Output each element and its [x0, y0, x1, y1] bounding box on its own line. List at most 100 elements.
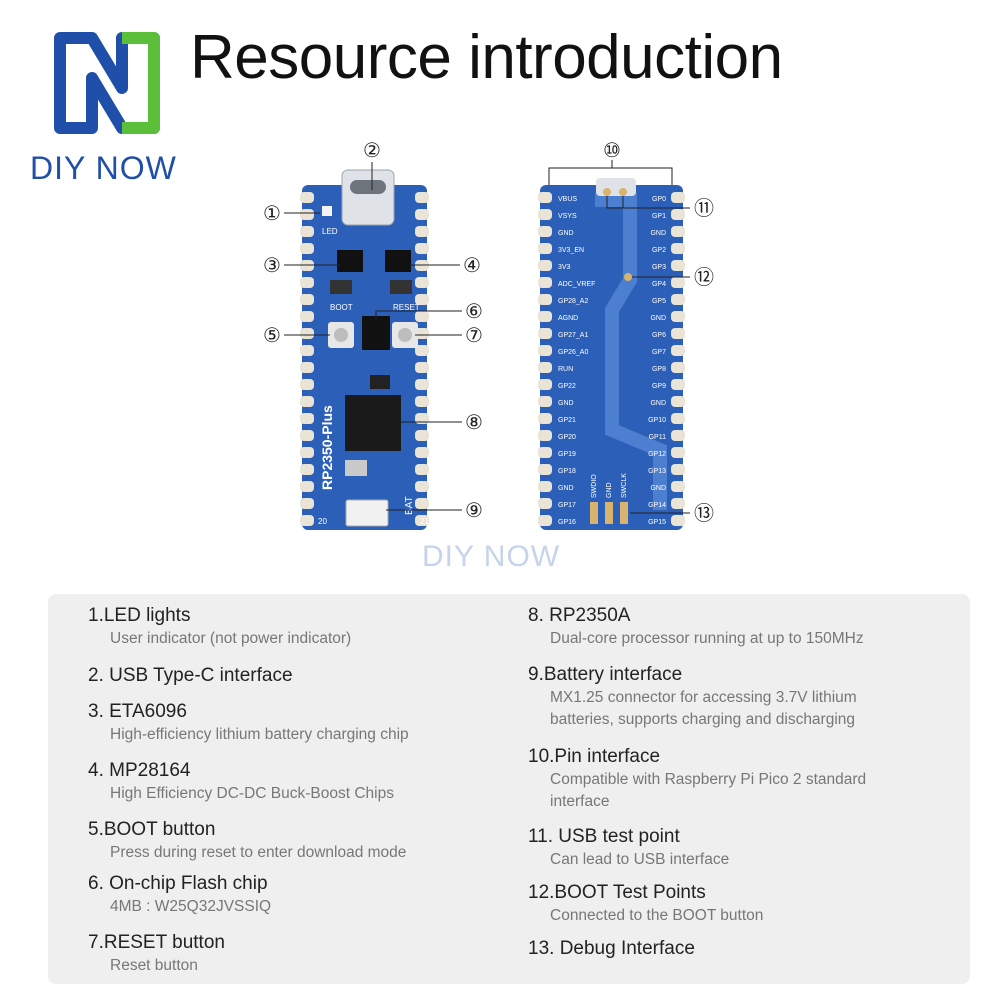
item-desc: Compatible with Raspberry Pi Pico 2 stan…	[550, 771, 867, 788]
callout-number: ⑤	[263, 323, 281, 347]
list-item: 12.BOOT Test Points Connected to the BOO…	[528, 881, 763, 927]
pin-label-left: GP26_A0	[558, 349, 588, 356]
list-item: 10.Pin interface Compatible with Raspber…	[528, 745, 866, 813]
pin-pad	[671, 192, 685, 203]
item-desc: Dual-core processor running at up to 150…	[550, 630, 864, 647]
eta6096-chip-icon	[337, 250, 363, 272]
brand-logo: DIY NOW	[30, 28, 190, 188]
callout-number: ⑫	[694, 265, 714, 289]
pin-pad	[415, 498, 429, 509]
pin-pad	[415, 328, 429, 339]
pin-label-right: GP3	[652, 264, 666, 271]
brand-name: DIY NOW	[30, 150, 177, 186]
item-desc: High-efficiency lithium battery charging…	[110, 726, 409, 743]
pin-label-left: 3V3	[558, 264, 571, 271]
pin-pad	[538, 430, 552, 441]
pin-pad	[300, 481, 314, 492]
pin-pad	[671, 413, 685, 424]
mp28164-chip-icon	[385, 250, 411, 272]
item-title: 2. USB Type-C interface	[88, 665, 293, 686]
silk-pin20: 20	[318, 517, 327, 526]
pin-pad	[415, 413, 429, 424]
pin-pad	[300, 192, 314, 203]
pin-label-left: GP17	[558, 502, 576, 509]
pin-pad	[300, 396, 314, 407]
list-item: 11. USB test point Can lead to USB inter…	[528, 825, 729, 871]
pin-pad	[671, 277, 685, 288]
pin-pad	[415, 277, 429, 288]
pin-label-right: GP0	[652, 196, 666, 203]
pin-pad	[671, 243, 685, 254]
callout-number: ⑪	[694, 196, 714, 220]
pin-pad	[671, 362, 685, 373]
item-desc: batteries, supports charging and dischar…	[550, 711, 856, 728]
pin-label-right: GND	[650, 400, 666, 407]
pin-pad	[671, 260, 685, 271]
pin-pad	[300, 294, 314, 305]
pin-pad	[415, 311, 429, 322]
pin-label-left: VBUS	[558, 196, 577, 203]
pin-pad	[415, 294, 429, 305]
item-title: 9.Battery interface	[528, 664, 683, 685]
pin-pad	[671, 447, 685, 458]
callout-number: ⑩	[603, 138, 621, 162]
pin-pad	[538, 260, 552, 271]
pin-label-right: GND	[650, 315, 666, 322]
pin-pad	[538, 379, 552, 390]
pin-pad	[415, 464, 429, 475]
pin-pad	[300, 515, 314, 526]
list-item: 2. USB Type-C interface	[88, 664, 293, 688]
pin-label-left: GP21	[558, 417, 576, 424]
item-title: 12.BOOT Test Points	[528, 882, 706, 903]
list-item: 13. Debug Interface	[528, 937, 695, 961]
pin-pad	[538, 498, 552, 509]
silk-boot: BOOT	[330, 303, 353, 312]
flash-chip-icon	[362, 316, 390, 350]
board-back: VBUSVSYSGND3V3_EN3V3ADC_VREFGP28_A2AGNDG…	[538, 178, 685, 530]
pin-pad	[415, 192, 429, 203]
item-title: 6. On-chip Flash chip	[88, 873, 268, 894]
item-title: 11. USB test point	[528, 826, 680, 847]
pin-pad	[415, 345, 429, 356]
item-title: 8. RP2350A	[528, 605, 631, 626]
pin-pad	[300, 362, 314, 373]
pin-pad	[415, 481, 429, 492]
pin-pad	[671, 481, 685, 492]
pin-label-left: GP27_A1	[558, 332, 588, 339]
page-title: Resource introduction	[190, 23, 783, 92]
pin-pad	[671, 209, 685, 220]
callout-number: ⑧	[465, 410, 483, 434]
pin-pad	[538, 311, 552, 322]
pin-label-left: GP19	[558, 451, 576, 458]
pin-label-right: GP15	[648, 519, 666, 526]
pin-pad	[300, 413, 314, 424]
battery-connector-icon	[345, 499, 389, 527]
pin-label-right: GP2	[652, 247, 666, 254]
list-item: 9.Battery interface MX1.25 connector for…	[528, 663, 857, 731]
item-title: 7.RESET button	[88, 932, 225, 953]
pin-label-right: GND	[650, 485, 666, 492]
pin-label-left: GND	[558, 400, 574, 407]
item-desc: User indicator (not power indicator)	[110, 630, 352, 647]
item-desc: interface	[550, 793, 610, 810]
silk-led: LED	[322, 227, 338, 236]
pin-pad	[300, 430, 314, 441]
pin-pad	[538, 481, 552, 492]
pin-pad	[300, 345, 314, 356]
pin-pad	[671, 226, 685, 237]
pin-pad	[671, 328, 685, 339]
reset-button-icon	[398, 328, 412, 342]
board-front: LED BOOT RESET RP2350-Plus BAT 20 21	[300, 169, 429, 530]
pin-label-left: GP18	[558, 468, 576, 475]
pin-label-right: GP11	[649, 434, 666, 441]
item-desc: Press during reset to enter download mod…	[110, 844, 407, 861]
pin-label-right: GP14	[648, 502, 666, 509]
watermark: DIY NOW	[422, 540, 561, 573]
silk-model: RP2350-Plus	[319, 405, 335, 490]
pin-label-left: 3V3_EN	[558, 247, 584, 254]
item-desc: High Efficiency DC-DC Buck-Boost Chips	[110, 785, 394, 802]
callout-number: ③	[263, 253, 281, 277]
pin-label-left: AGND	[558, 315, 578, 322]
pin-pad	[300, 243, 314, 254]
item-desc: Can lead to USB interface	[550, 851, 730, 868]
